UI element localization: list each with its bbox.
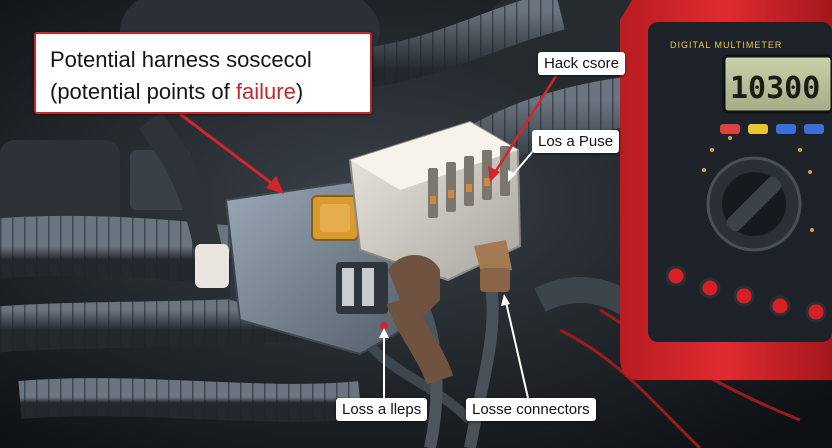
label-los-a-puse: Los a Puse xyxy=(532,130,620,153)
brown-connector-right xyxy=(474,240,512,276)
label-loss-a-lleps: Loss a lleps xyxy=(336,398,428,421)
white-fuse-box xyxy=(348,120,522,282)
arrow-losse-connectors xyxy=(505,301,529,399)
bracket xyxy=(0,140,120,230)
arrow-los-a-puse xyxy=(511,149,535,177)
function-button-red xyxy=(720,124,740,134)
function-button-blue xyxy=(776,124,796,134)
fault-marker-dot xyxy=(380,322,388,330)
main-callout-line2-suffix: ) xyxy=(295,79,304,104)
probe-jack-3 xyxy=(733,285,755,307)
main-callout-accent: failure xyxy=(235,79,296,104)
label-losse-connectors: Losse connectors xyxy=(466,398,596,421)
function-button-yellow xyxy=(748,124,768,134)
probe-jack-4 xyxy=(769,295,791,317)
main-callout: Potential harness soscecol (potential po… xyxy=(34,32,372,114)
probe-jack-2 xyxy=(699,277,721,299)
probe-jack-5 xyxy=(805,301,827,323)
lcd-reading: 10300 xyxy=(730,71,820,106)
function-button-blue-2 xyxy=(804,124,824,134)
lcd-display xyxy=(722,54,832,114)
hose-band xyxy=(195,244,229,288)
arrow-main-callout xyxy=(179,112,279,190)
arrow-hack-csore xyxy=(492,75,558,175)
multimeter-brand: DIGITAL MULTIMETER xyxy=(670,40,782,50)
probe-jack-1 xyxy=(665,265,687,287)
main-callout-line2: (potential points of failure) xyxy=(50,76,370,108)
main-callout-line2-prefix: (potential points of xyxy=(50,79,236,104)
brown-connector-left xyxy=(388,255,440,320)
dial-pointer xyxy=(726,176,782,232)
multimeter: DIGITAL MULTIMETER 10300 xyxy=(620,0,832,380)
pointer-arrows xyxy=(179,75,558,399)
label-hack-csore: Hack csore xyxy=(538,52,626,75)
main-callout-line1: Potential harness soscecol xyxy=(50,47,312,72)
